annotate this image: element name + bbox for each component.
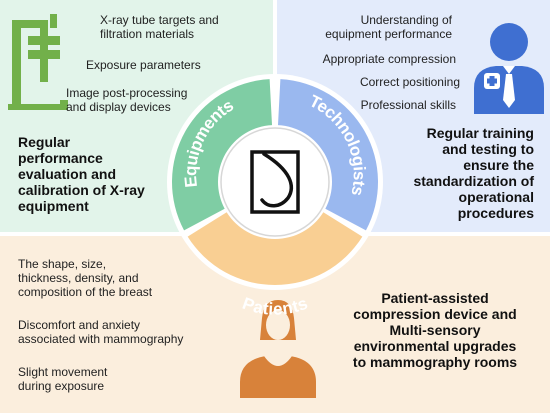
technologists-item-1: Understanding of equipment performance: [325, 13, 452, 41]
technologists-item-3: Correct positioning: [359, 75, 460, 89]
patient-icon: [240, 300, 316, 398]
technologists-item-4: Professional skills: [360, 98, 456, 112]
equipments-summary: Regular performance evaluation and calib…: [18, 134, 145, 214]
xray-machine-icon: [8, 14, 68, 110]
technologists-segment: [277, 79, 378, 231]
patients-segment: [187, 212, 363, 285]
breast-outline-icon: [250, 150, 300, 214]
equipments-item-3: Image post-processing and display device…: [66, 86, 188, 114]
technologist-icon: [474, 23, 544, 114]
equipments-item-2: Exposure parameters: [86, 58, 201, 72]
technologists-item-2: Appropriate compression: [322, 52, 456, 66]
svg-text:Patients: Patients: [240, 294, 310, 319]
technologists-summary: Regular training and testing to ensure t…: [413, 125, 534, 221]
equipments-item-1: X-ray tube targets and filtration materi…: [100, 13, 219, 41]
center-ring: [167, 74, 383, 290]
patients-item-1: The shape, size, thickness, density, and…: [18, 257, 153, 299]
equipments-segment: [172, 79, 273, 231]
patients-ring-label: Patients: [240, 294, 310, 319]
patients-item-3: Slight movement during exposure: [18, 365, 108, 393]
patients-item-2: Discomfort and anxiety associated with m…: [18, 318, 184, 346]
patients-summary: Patient-assisted compression device and …: [352, 290, 518, 370]
